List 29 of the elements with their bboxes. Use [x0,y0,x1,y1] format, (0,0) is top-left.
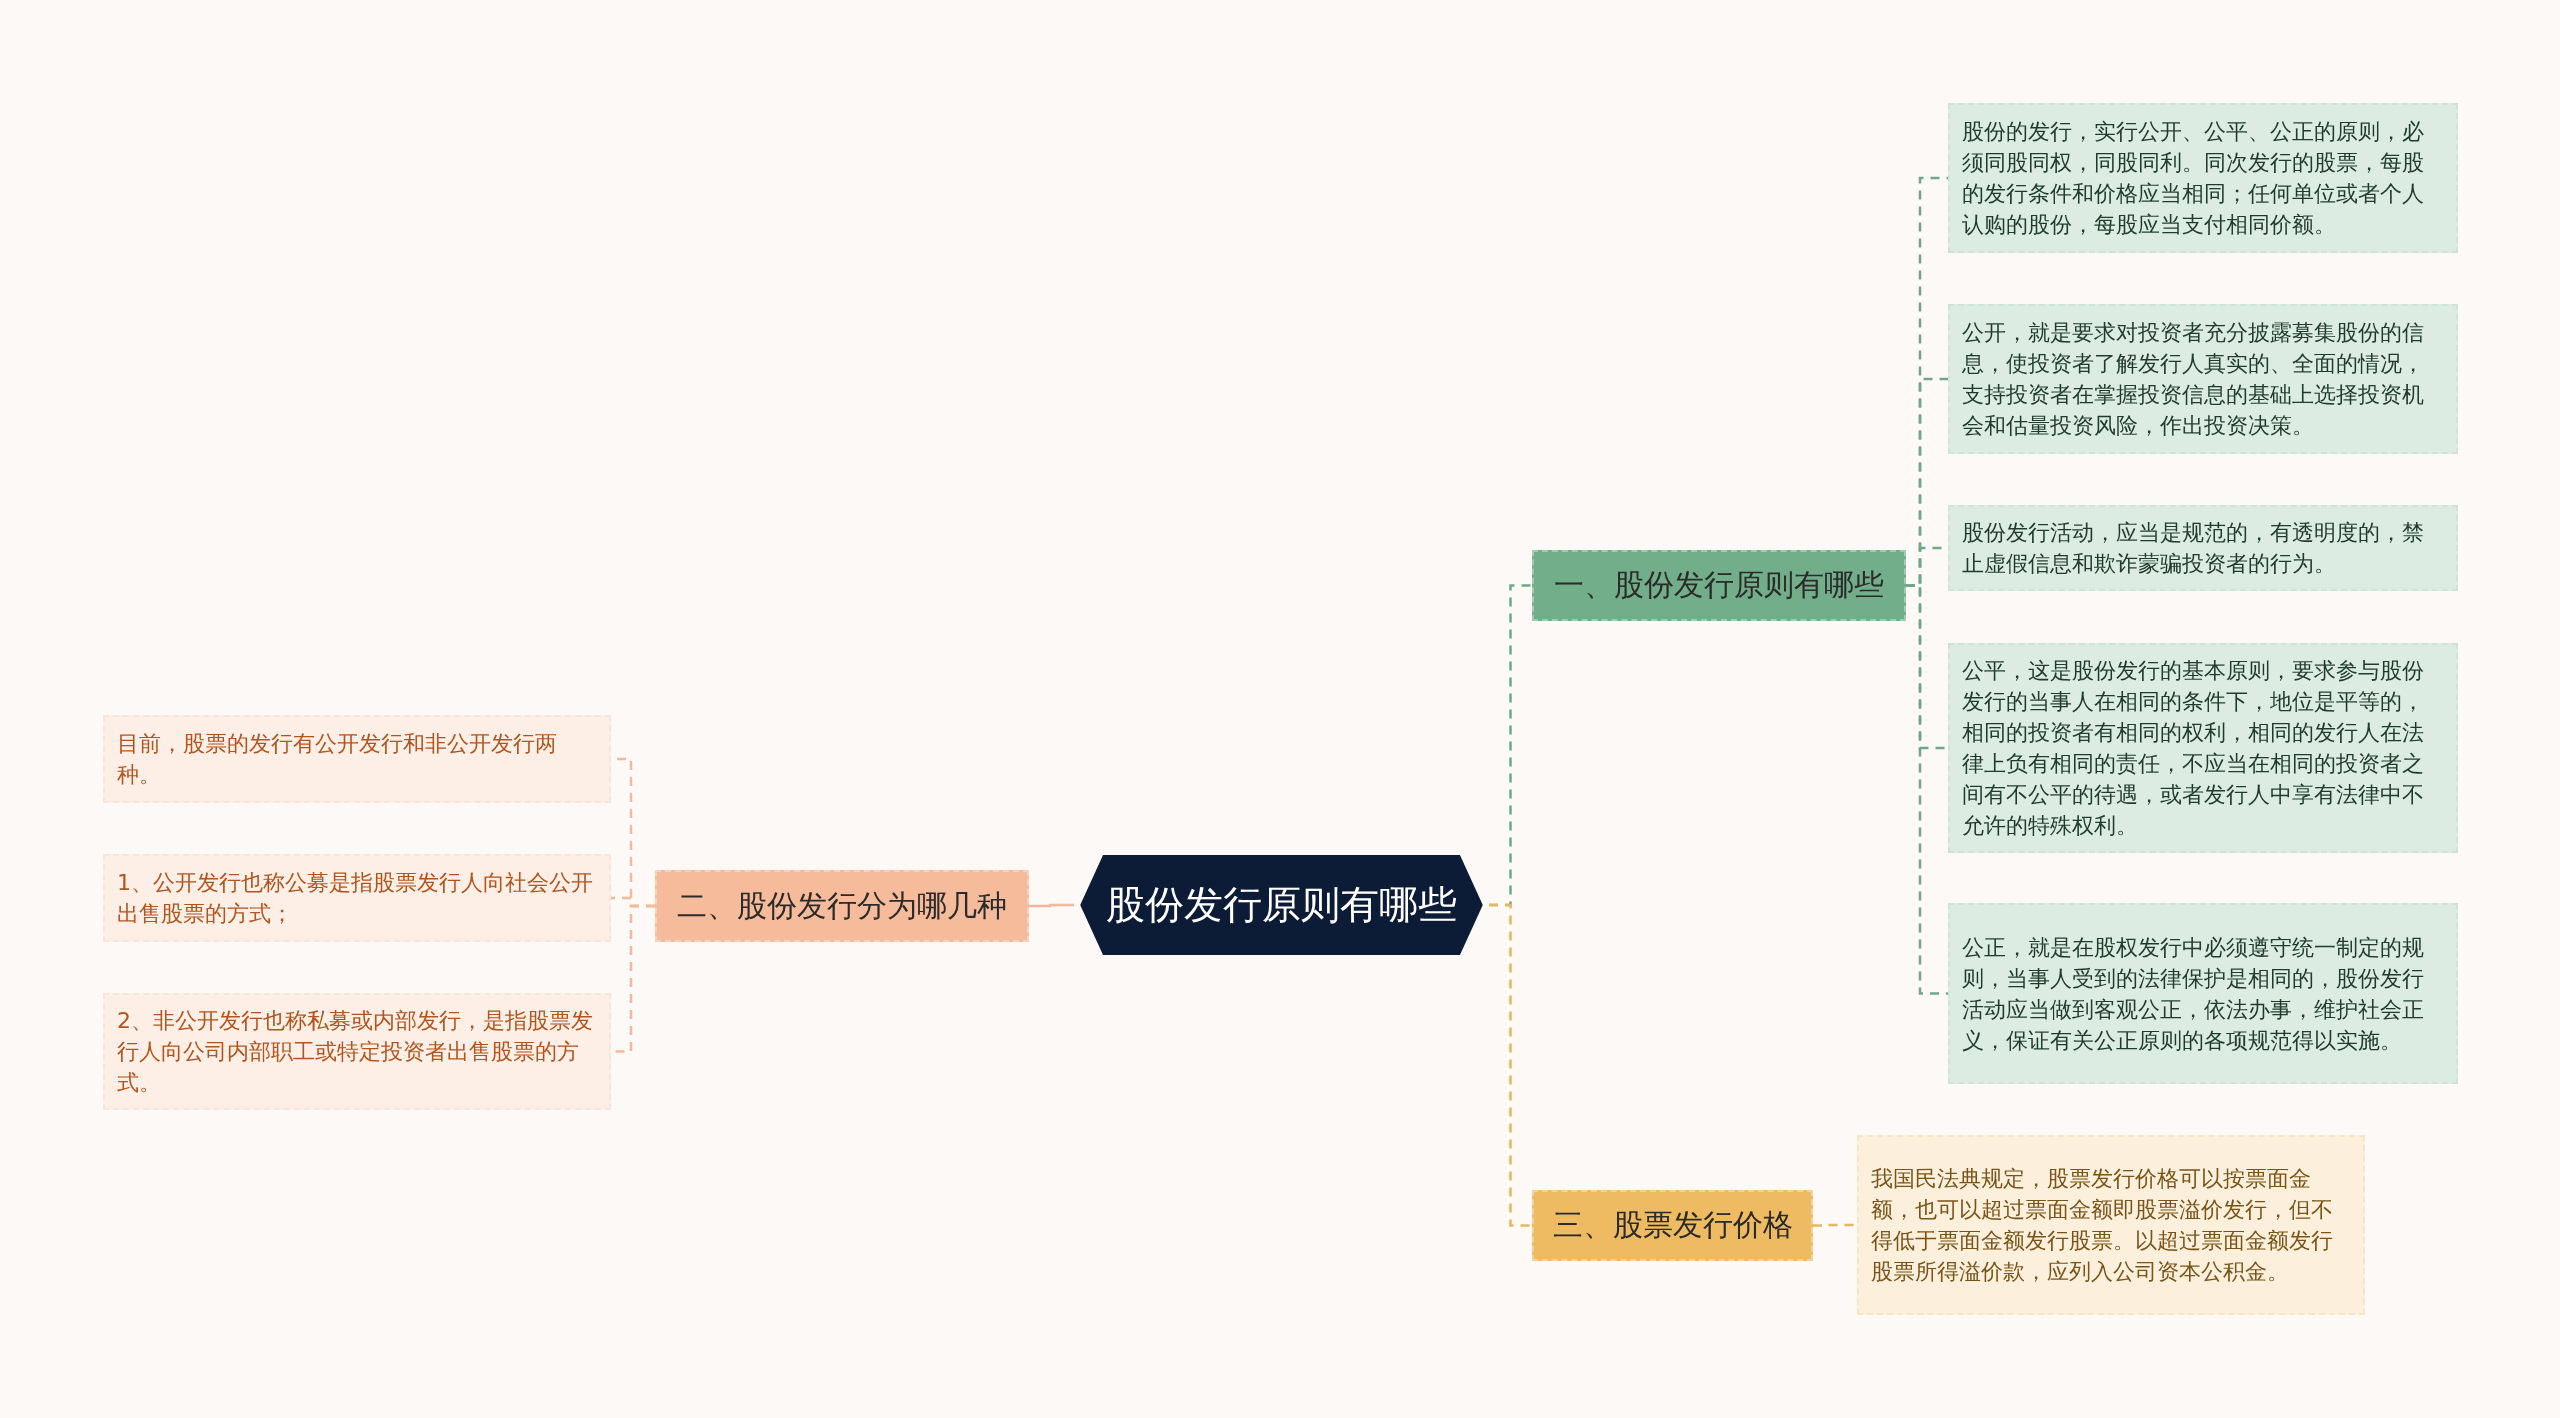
connector-line [1906,584,1948,995]
note-text: 我国民法典规定，股票发行价格可以按票面金额，也可以超过票面金额即股票溢价发行，但不得低于票面金额发行股票。以超过票面金额发行股票所得溢价款，应列入公司资本公积金。 [1871,1165,2334,1286]
note-text: 股份发行活动，应当是规范的，有透明度的，禁止虚假信息和欺诈蒙骗投资者的行为。 [1962,519,2425,578]
note-card [1948,304,2458,454]
note-card [103,993,611,1110]
note-text: 公正，就是在股权发行中必须遵守统一制定的规则，当事人受到的法律保护是相同的，股份发行活动应当做到客观公正，依法办事，维护社会正义，保证有关公正原则的各项规范得以实施。 [1962,933,2425,1055]
note-card [1948,643,2458,853]
branch-topic [1532,1190,1813,1261]
branch-topic [655,870,1029,942]
branch-title: 一、股份发行原则有哪些 [1554,566,1884,604]
note-card [103,715,611,803]
branch-title: 三、股票发行价格 [1552,1206,1793,1244]
note-card [1948,103,2458,253]
note-text: 公平，这是股份发行的基本原则，要求参与股份发行的当事人在相同的条件下，地位是平等的，相同的投资者有相同的权利，相同的发行人在法律上负有相同的责任，不应当在相同的投资者之间有不公平的待遇，或者发行人中享有法律中不允许的特殊权利。 [1962,657,2425,840]
note-text: 2、非公开发行也称私募或内部发行，是指股票发行人向公司内部职工或特定投资者出售股票的方式。 [117,1007,594,1097]
note-card [1857,1135,2365,1315]
branch-topic [1532,550,1906,621]
branch-title: 二、股份发行分为哪几种 [677,886,1007,925]
connector-line [1029,903,1074,908]
connector-line [1489,903,1532,1227]
note-text: 公开，就是要求对投资者充分披露募集股份的信息，使投资者了解发行人真实的、全面的情况，支持投资者在掌握投资信息的基础上选择投资机会和估量投资风险，作出投资决策。 [1962,319,2425,440]
note-card [1948,505,2458,591]
note-card [103,854,611,942]
note-card [1948,903,2458,1084]
topic-title: 股份发行原则有哪些 [1106,881,1457,929]
note-text: 目前，股票的发行有公开发行和非公开发行两种。 [117,730,558,789]
note-text: 股份的发行，实行公开、公平、公正的原则，必须同股同权，同股同利。同次发行的股票，每股的发行条件和价格应当相同；任何单位或者个人认购的股份，每股应当支付相同价额。 [1962,118,2425,239]
note-text: 1、公开发行也称公募是指股票发行人向社会公开出售股票的方式； [117,869,594,928]
connector-line [1813,1223,1857,1227]
